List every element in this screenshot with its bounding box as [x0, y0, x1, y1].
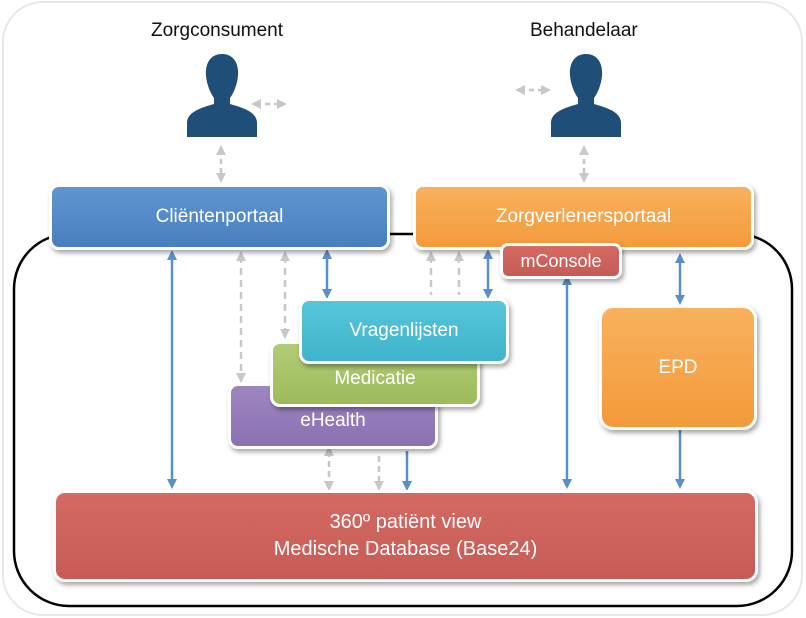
database-box: 360º patiënt view Medische Database (Bas… [53, 490, 758, 582]
database-title: 360º patiënt view [329, 511, 482, 533]
actor-label-consumer: Zorgconsument [151, 20, 284, 41]
actor-label-practitioner: Behandelaar [530, 20, 638, 41]
ehealth-label: eHealth [300, 410, 366, 431]
database-subtitle: Medische Database (Base24) [273, 538, 538, 560]
person-silhouette-icon [187, 54, 257, 137]
mconsole-box: mConsole [500, 243, 622, 279]
practitioner-portal-box: Zorgverlenersportaal [413, 184, 754, 250]
client-portal-box: Cliëntenportaal [49, 184, 390, 250]
medicatie-label: Medicatie [334, 368, 416, 389]
epd-box: EPD [599, 305, 757, 430]
database-text: 360º patiënt view Medische Database (Bas… [274, 509, 537, 563]
person-silhouette-icon [551, 54, 621, 137]
vragenlijsten-box: Vragenlijsten [299, 298, 509, 364]
